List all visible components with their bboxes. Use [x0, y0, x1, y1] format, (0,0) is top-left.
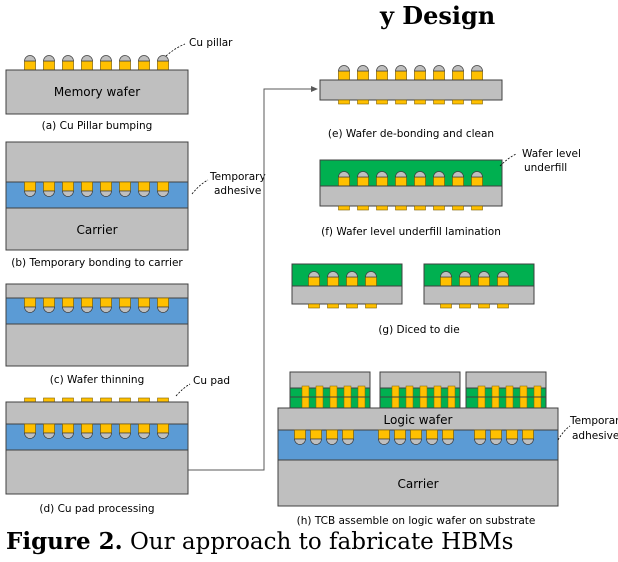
adhesive-label-b: adhesive	[214, 185, 261, 197]
step-b-label: (b) Temporary bonding to carrier	[11, 257, 183, 269]
carrier-d	[5, 449, 189, 495]
adhesive-label-h: adhesive	[572, 430, 618, 442]
step-d-label: (d) Cu pad processing	[39, 503, 154, 515]
memory-wafer-f	[319, 185, 503, 207]
step-c-label: (c) Wafer thinning	[50, 374, 145, 386]
cu-pads-e	[338, 99, 483, 105]
underfill-label: underfill	[524, 162, 567, 174]
figure-caption: Figure 2. Our approach to fabricate HBMs	[6, 528, 513, 555]
temporary-label-h: Temporary	[569, 415, 618, 427]
carrier-b	[5, 207, 189, 251]
die-2	[423, 263, 535, 309]
cu-pillars-h	[294, 429, 534, 445]
step-c: (c) Wafer thinning	[5, 283, 189, 386]
step-b: Carrier Temporary adhesive (b) Temporary…	[5, 141, 266, 269]
die-stack-2	[379, 371, 461, 409]
flow-connector	[188, 88, 314, 471]
step-f-label: (f) Wafer level underfill lamination	[321, 226, 501, 238]
adhesive-leader-h	[557, 425, 571, 441]
die-stack-3	[465, 371, 547, 409]
memory-wafer-label: Memory wafer	[54, 85, 140, 99]
cu-pillar-label: Cu pillar	[189, 37, 233, 49]
memory-wafer	[5, 69, 189, 115]
step-d: Cu pad (d) Cu pad processing	[5, 375, 230, 515]
cu-pad-label: Cu pad	[193, 375, 230, 387]
step-h-label: (h) TCB assemble on logic wafer on subst…	[297, 515, 536, 527]
step-a-label: (a) Cu Pillar bumping	[42, 120, 153, 132]
die-1	[291, 263, 403, 309]
carrier-h-label: Carrier	[397, 477, 438, 491]
cu-pillar-leader	[165, 43, 186, 57]
top-title-fragment: y Design	[379, 1, 495, 30]
step-g-label: (g) Diced to die	[378, 324, 459, 336]
carrier-b-label: Carrier	[76, 223, 117, 237]
cu-pad-leader	[175, 383, 191, 397]
cu-pads-f	[338, 205, 483, 211]
memory-wafer-b	[5, 141, 189, 183]
step-f: Wafer level underfill (f) Wafer level un…	[319, 148, 581, 238]
memory-wafer-e	[319, 79, 503, 101]
die-stack-1	[289, 371, 371, 409]
figure-number: Figure 2.	[6, 528, 123, 555]
cu-pillars-a	[24, 55, 169, 71]
flow-arrowhead	[311, 86, 318, 92]
carrier-h	[277, 459, 559, 507]
step-e: (e) Wafer de-bonding and clean	[319, 65, 503, 140]
wafer-level-label: Wafer level	[522, 148, 581, 160]
step-g: (g) Diced to die	[291, 263, 535, 336]
carrier-c	[5, 323, 189, 367]
cu-pads-d	[24, 397, 169, 403]
temporary-label-b: Temporary	[209, 171, 266, 183]
step-h: Logic wafer Carrier Temporary adhesive (…	[277, 371, 618, 527]
step-a: Memory wafer Cu pillar (a) Cu Pillar bum…	[5, 37, 233, 132]
adhesive-leader-b	[191, 179, 209, 195]
cu-pillars-e	[338, 65, 483, 81]
step-e-label: (e) Wafer de-bonding and clean	[328, 128, 494, 140]
underfill-leader	[499, 153, 517, 167]
memory-wafer-d	[5, 401, 189, 425]
figure-caption-text: Our approach to fabricate HBMs	[129, 529, 514, 555]
logic-wafer-label: Logic wafer	[384, 413, 453, 427]
memory-wafer-c	[5, 283, 189, 299]
